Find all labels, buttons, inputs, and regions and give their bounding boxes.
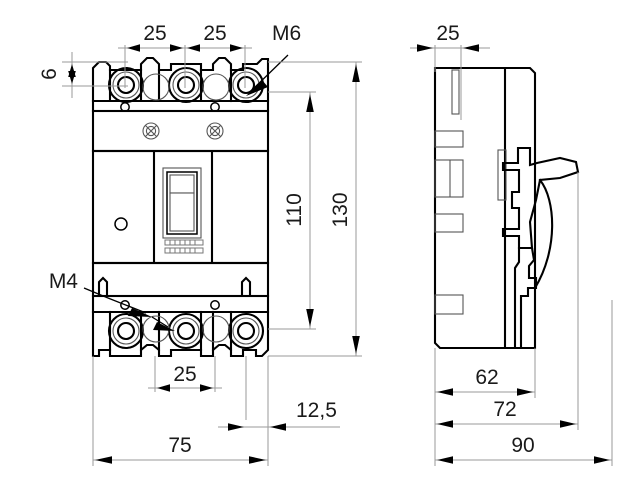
dim-front-terminal-depth: 6	[38, 52, 128, 98]
side-view-slots	[434, 69, 507, 315]
dim-25-top-left: 25	[143, 22, 166, 45]
front-upper-band	[91, 109, 270, 153]
dim-front-edge-offset: 12,5	[218, 356, 340, 431]
dim-side-handle-offset: 25	[410, 22, 490, 120]
callout-m6: M6	[246, 22, 301, 96]
front-vent-louvres	[164, 239, 204, 254]
dim-side-body-depth: 62	[434, 348, 536, 398]
dim-25-bottom: 25	[173, 363, 196, 386]
side-view-group	[433, 66, 580, 350]
side-view-handle-profile	[501, 146, 580, 350]
dim-front-overall-height: 130	[268, 61, 362, 357]
dim-25-top-right: 25	[203, 22, 226, 45]
dim-front-top-pitch: 25 25	[118, 22, 252, 88]
dim-110-body-height: 110	[283, 193, 306, 226]
dim-75-overall-width: 75	[168, 434, 191, 457]
dim-side-overall-depth: 90	[434, 300, 613, 466]
dim-front-overall-width: 75	[92, 356, 269, 466]
phillips-screw-left	[142, 122, 160, 140]
dim-front-bottom-pitch: 25	[148, 356, 222, 392]
front-view-group	[91, 56, 270, 358]
front-bottom-terminal-block	[91, 294, 270, 358]
front-lower-band	[91, 261, 270, 298]
dim-front-body-height: 110	[268, 91, 316, 330]
front-top-terminal-block	[91, 56, 270, 113]
dim-130-overall-height: 130	[329, 192, 352, 227]
dim-62-body-depth: 62	[475, 366, 498, 389]
dim-72-mid-depth: 72	[493, 398, 516, 421]
dim-25-side-top: 25	[436, 22, 459, 45]
dim-90-overall-depth: 90	[511, 434, 534, 457]
callout-m4-label: M4	[49, 270, 78, 293]
dim-side-mid-depth: 72	[434, 172, 579, 430]
phillips-screw-right	[206, 122, 224, 140]
front-main-body	[91, 149, 270, 265]
dim-12-5-edge-offset: 12,5	[296, 399, 337, 422]
dim-6-terminal-depth: 6	[38, 68, 61, 80]
front-top-terminal-screws	[107, 66, 265, 112]
callout-m6-label: M6	[272, 22, 301, 45]
callout-m4: M4	[49, 270, 175, 331]
